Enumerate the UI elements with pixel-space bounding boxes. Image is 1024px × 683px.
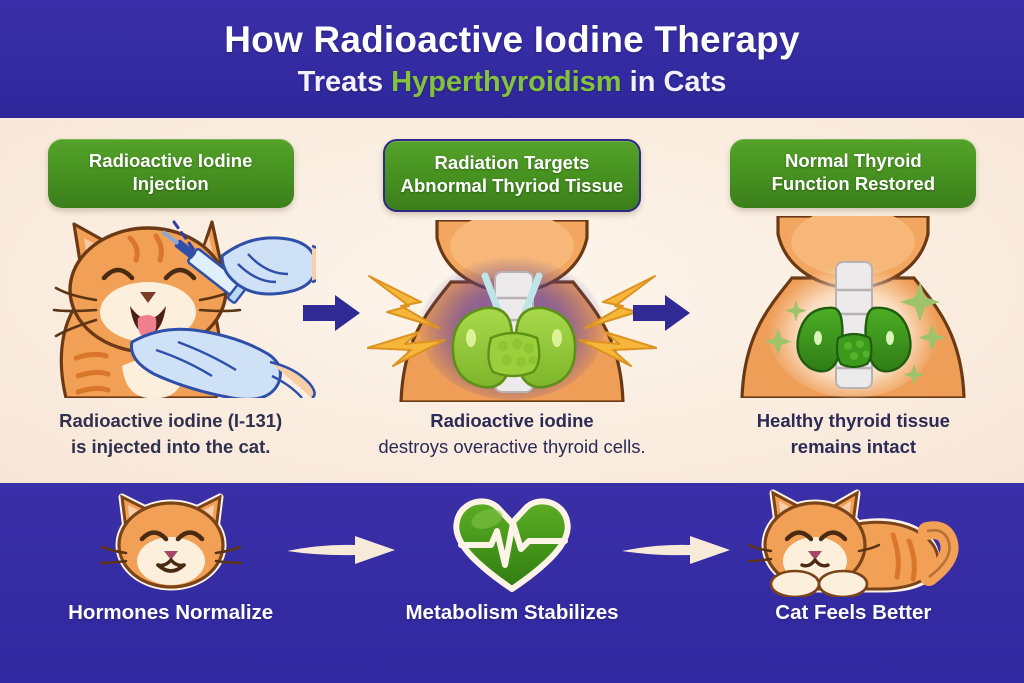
step-caption-1: Radioactive iodine (I-131) is injected i… (0, 408, 341, 461)
header-band: How Radioactive Iodine Therapy Treats Hy… (0, 0, 1024, 118)
outcome-arrow-2-to-3 (620, 533, 732, 567)
outcome-metabolism-stabilizes: Metabolism Stabilizes (341, 483, 682, 683)
step-caption-2-line1: Radioactive iodine (430, 410, 594, 431)
subtitle-suffix: in Cats (621, 65, 727, 98)
step-arrow-2-to-3 (633, 293, 691, 333)
step-badge-1-line1: Radioactive Iodine (88, 150, 253, 171)
subtitle-prefix: Treats (297, 65, 392, 98)
step-caption-3: Healthy thyroid tissue remains intact (683, 408, 1024, 461)
step-caption-3-line1: Healthy thyroid tissue (756, 410, 950, 431)
step-panel-restored: Normal Thyroid Function Restored (683, 118, 1024, 483)
step-caption-2-line2: destroys overactive thyroid cells. (378, 436, 646, 458)
step-badge-2-line2: Abnormal Thyriod Tissue (400, 174, 624, 196)
step-badge-1: Radioactive Iodine Injection (47, 139, 294, 209)
happy-cat-face-icon (0, 489, 341, 597)
step-caption-3-line2: remains intact (790, 436, 917, 458)
healthy-thyroid-illustration (683, 216, 1024, 399)
step-panel-injection: Radioactive Iodine Injection (0, 118, 341, 483)
cat-injection-illustration (0, 216, 341, 399)
outcome-label-2: Metabolism Stabilizes (405, 601, 619, 624)
steps-row: Radioactive Iodine Injection (0, 118, 1024, 483)
step-badge-3: Normal Thyroid Function Restored (730, 139, 977, 209)
outcome-arrow-1-to-2 (285, 533, 397, 567)
step-caption-2: Radioactive iodine destroys overactive t… (341, 408, 682, 461)
outcome-label-3: Cat Feels Better (775, 601, 932, 624)
step-caption-1-line1: Radioactive iodine (I-131) (59, 410, 283, 431)
heart-heartbeat-icon (341, 489, 682, 597)
thyroid-radiation-illustration (341, 220, 682, 403)
outcome-hormones-normalize: Hormones Normalize (0, 483, 341, 683)
outcome-cat-feels-better: Cat Feels Better (683, 483, 1024, 683)
step-badge-3-line1: Normal Thyroid (784, 150, 922, 171)
page-subtitle: Treats Hyperthyroidism in Cats (297, 65, 727, 98)
step-badge-3-line2: Function Restored (771, 172, 936, 194)
outcome-label-1: Hormones Normalize (68, 601, 274, 624)
step-panel-radiation: Radiation Targets Abnormal Thyriod Tissu… (341, 118, 682, 483)
outcomes-section: Hormones Normalize (0, 483, 1024, 683)
step-caption-1-line2: is injected into the cat. (70, 436, 271, 458)
page-title: How Radioactive Iodine Therapy (224, 18, 800, 60)
step-badge-1-line2: Injection (132, 172, 209, 194)
step-badge-2-line1: Radiation Targets (434, 152, 590, 173)
resting-cat-icon (683, 489, 1024, 597)
outcomes-row: Hormones Normalize (0, 483, 1024, 683)
steps-section: Radioactive Iodine Injection (0, 118, 1024, 483)
step-arrow-1-to-2 (303, 293, 361, 333)
step-badge-2: Radiation Targets Abnormal Thyriod Tissu… (382, 139, 642, 213)
subtitle-highlight: Hyperthyroidism (391, 65, 622, 98)
